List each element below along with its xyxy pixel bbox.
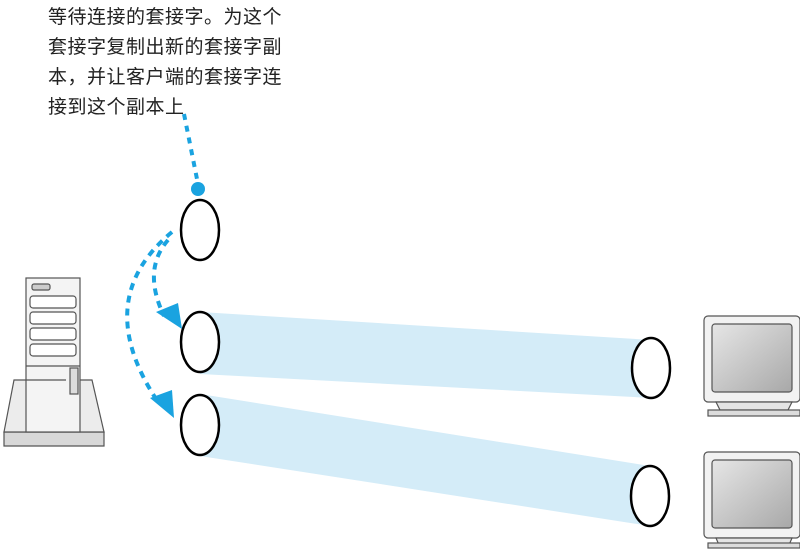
caption: 等待连接的套接字。为这个 套接字复制出新的套接字副 本，并让客户端的套接字连 接…	[48, 2, 348, 122]
copy-arrow-1-head	[156, 303, 182, 329]
connection-tunnel-2	[200, 394, 650, 526]
server-tower-icon	[3, 277, 105, 447]
copy-arrow-1	[152, 238, 170, 317]
listening-socket	[179, 198, 221, 262]
caption-line-4: 接到这个副本上	[48, 96, 185, 118]
desktop-monitor-icon	[703, 315, 800, 417]
connection-tunnel-1	[200, 312, 652, 398]
desktop-monitor-icon	[703, 451, 800, 549]
caption-line-1: 等待连接的套接字。为这个	[48, 6, 283, 28]
caption-line-3: 本，并让客户端的套接字连	[48, 66, 283, 88]
copied-socket-2	[179, 393, 221, 457]
copy-arrow-2-head	[150, 390, 174, 418]
caption-leader-line	[182, 113, 200, 185]
client-socket-2	[629, 464, 671, 528]
client-socket-1	[630, 336, 672, 400]
copy-arrow-2	[125, 230, 174, 404]
caption-leader-dot	[191, 182, 205, 196]
copied-socket-1	[179, 310, 221, 374]
caption-line-2: 套接字复制出新的套接字副	[48, 36, 283, 58]
